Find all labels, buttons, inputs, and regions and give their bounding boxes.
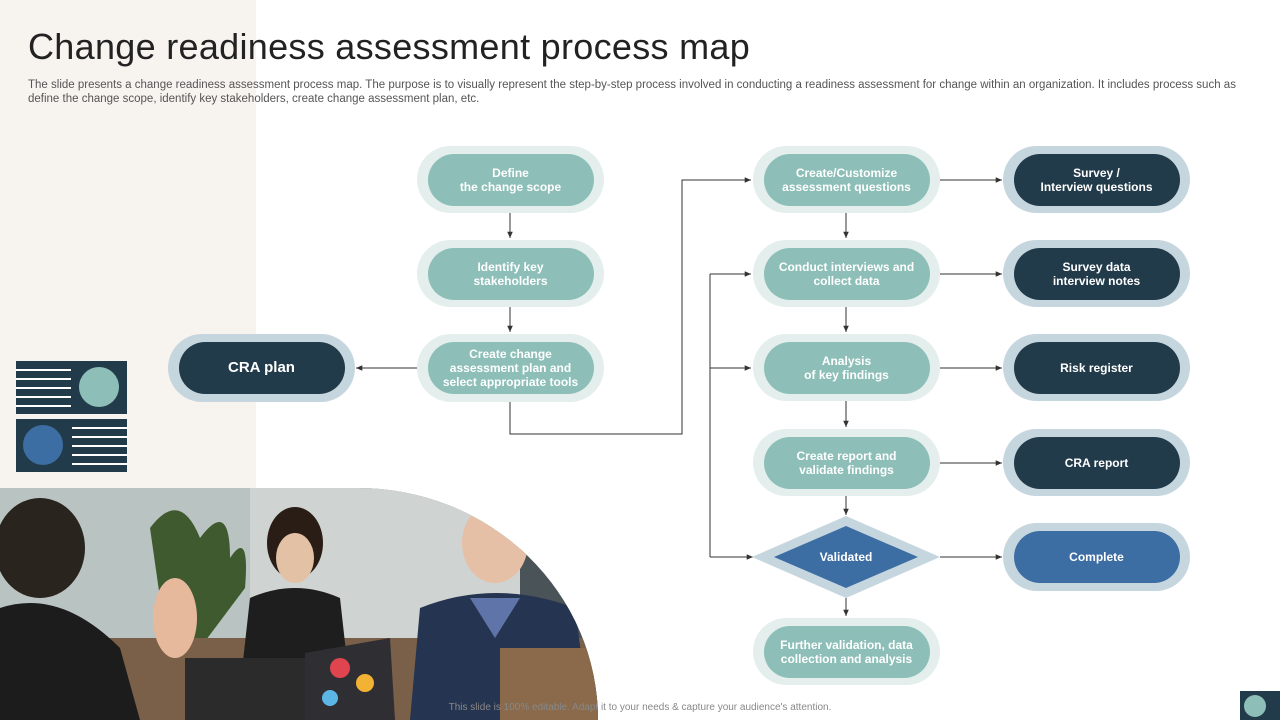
corner-badge <box>1240 691 1280 720</box>
node-define-scope: Define the change scope <box>417 146 604 213</box>
node-identify-stakeholders: Identify key stakeholders <box>417 240 604 307</box>
node-conduct-interviews-label: Conduct interviews and collect data <box>763 247 930 300</box>
node-survey-data-label: Survey data interview notes <box>1013 247 1180 300</box>
meeting-photo-illustration <box>0 488 598 720</box>
node-complete-label: Complete <box>1013 531 1180 583</box>
node-risk-register-label: Risk register <box>1013 341 1180 394</box>
node-analysis-label: Analysis of key findings <box>763 341 930 394</box>
node-create-plan-label: Create change assessment plan and select… <box>427 342 594 394</box>
meeting-photo <box>0 488 598 720</box>
node-cra-report: CRA report <box>1003 429 1190 496</box>
decorative-graphic-icon <box>16 361 127 472</box>
footer-note: This slide is 100% editable. Adapt it to… <box>448 702 832 713</box>
node-define-scope-label: Define the change scope <box>427 153 594 206</box>
node-create-questions: Create/Customize assessment questions <box>753 146 940 213</box>
validated-diamond-inner <box>774 526 918 588</box>
arrow-plan-to-questions <box>509 177 751 435</box>
node-create-questions-label: Create/Customize assessment questions <box>763 153 930 206</box>
node-further-validation: Further validation, data collection and … <box>753 618 940 685</box>
node-further-validation-label: Further validation, data collection and … <box>763 625 930 678</box>
node-create-report-label: Create report and validate findings <box>763 436 930 489</box>
slide-title: Change readiness assessment process map <box>28 26 751 67</box>
node-complete: Complete <box>1003 523 1190 591</box>
node-cra-plan: CRA plan <box>168 334 355 402</box>
node-validated <box>752 516 940 598</box>
node-create-report: Create report and validate findings <box>753 429 940 496</box>
node-cra-plan-label: CRA plan <box>178 342 345 394</box>
node-conduct-interviews: Conduct interviews and collect data <box>753 240 940 307</box>
node-cra-report-label: CRA report <box>1013 436 1180 489</box>
slide-subtitle: The slide presents a change readiness as… <box>28 79 1236 105</box>
corner-dot-icon <box>1244 695 1266 717</box>
node-identify-stakeholders-label: Identify key stakeholders <box>427 247 594 300</box>
node-survey-questions: Survey / Interview questions <box>1003 146 1190 213</box>
node-validated-label: Validated <box>819 550 873 564</box>
node-survey-questions-label: Survey / Interview questions <box>1013 153 1180 206</box>
node-analysis: Analysis of key findings <box>753 334 940 401</box>
node-risk-register: Risk register <box>1003 334 1190 401</box>
node-survey-data: Survey data interview notes <box>1003 240 1190 307</box>
node-create-plan: Create change assessment plan and select… <box>417 334 604 402</box>
